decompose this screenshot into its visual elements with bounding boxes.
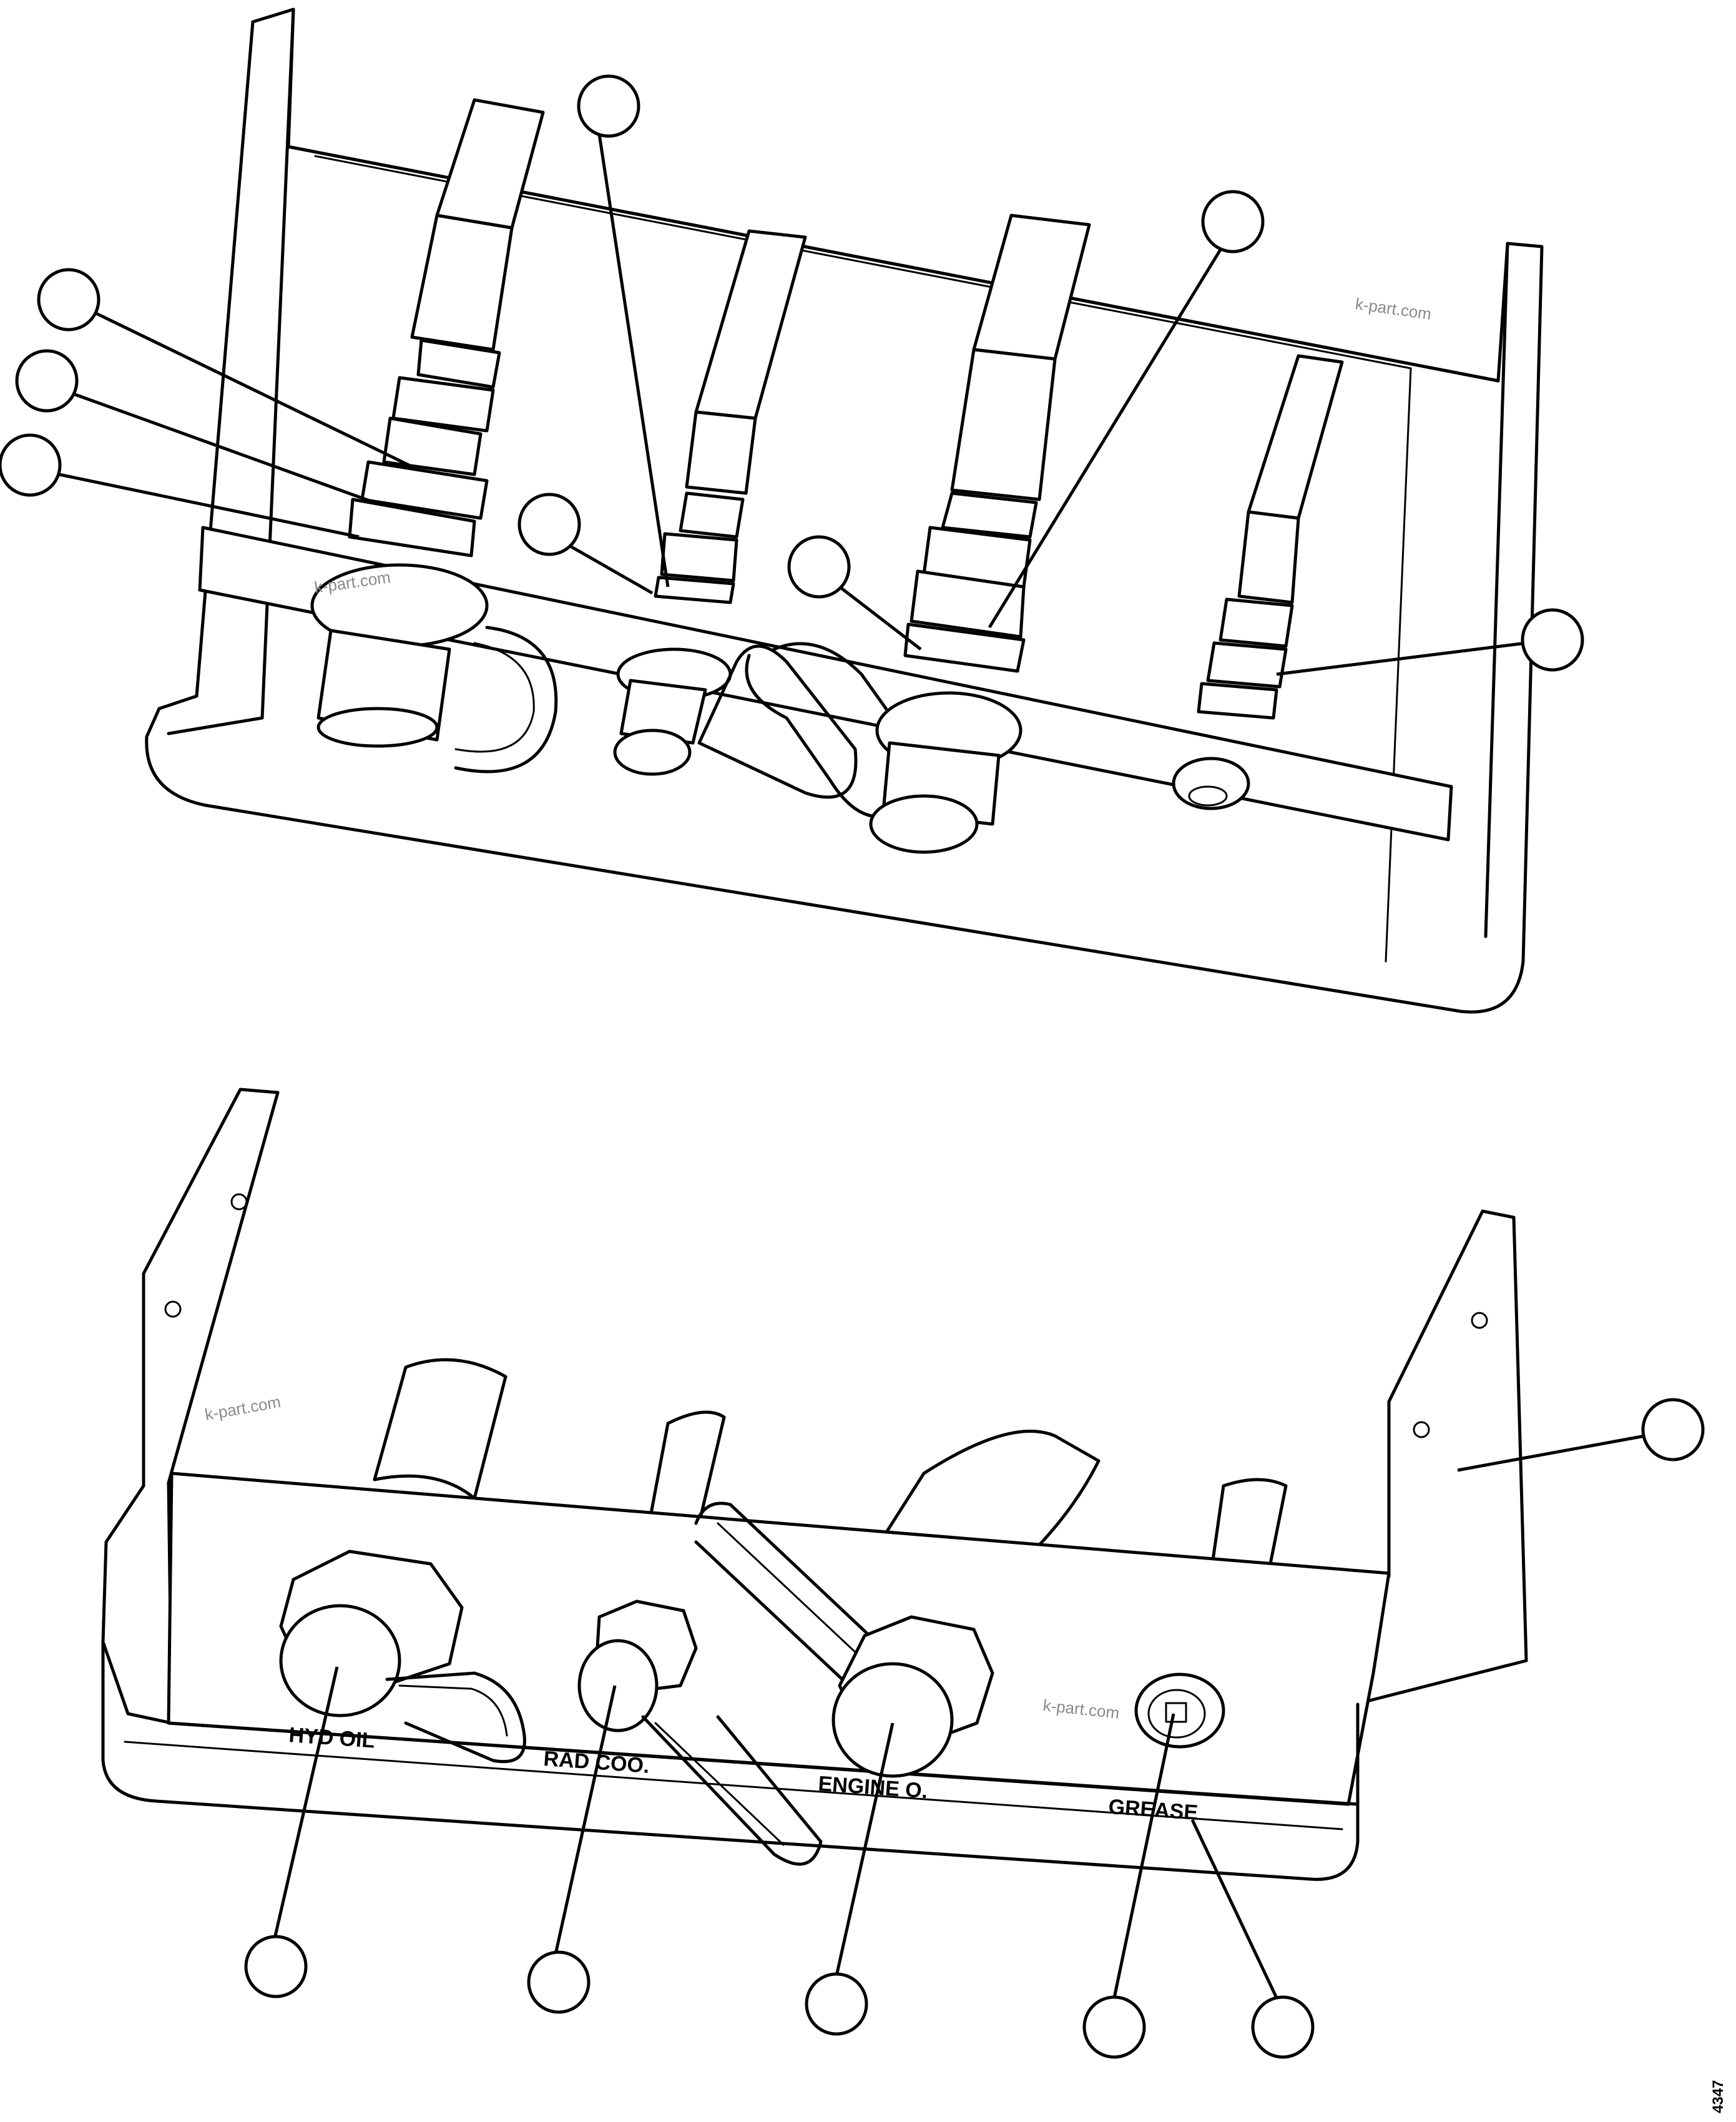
bottom-left-flange bbox=[101, 1088, 280, 1725]
callout-bubble-2 bbox=[1201, 190, 1265, 253]
top-hose-2 bbox=[654, 229, 807, 604]
bottom-cap-rad bbox=[577, 1599, 823, 1866]
callout-bubble-6 bbox=[517, 493, 581, 556]
top-bracket-inner-edge bbox=[167, 7, 1509, 938]
top-bracket-view: k-part.com k-part.com bbox=[145, 7, 1544, 1014]
watermark-top-right: k-part.com bbox=[1354, 294, 1433, 323]
bottom-grease-fitting bbox=[1134, 1673, 1225, 1749]
left-mount-hole-1 bbox=[230, 1193, 248, 1211]
top-grease-fitting bbox=[1172, 757, 1250, 810]
left-mount-hole-2 bbox=[164, 1300, 182, 1318]
bottom-hose-2 bbox=[647, 1410, 726, 1525]
callout-bubble-3 bbox=[37, 268, 101, 332]
callout-bubble-4 bbox=[15, 349, 79, 413]
callout-bubble-7 bbox=[787, 535, 851, 599]
bottom-cap-hyd bbox=[279, 1550, 526, 1764]
top-cap-hyd bbox=[310, 563, 558, 774]
bottom-bracket-view: HYD OIL RAD COO. ENGINE O. GREASE k-part… bbox=[101, 1088, 1528, 1881]
callout-bubble-5 bbox=[0, 433, 62, 497]
bottom-hose-3 bbox=[878, 1430, 1101, 1556]
top-hose-4 bbox=[1197, 354, 1344, 720]
bottom-hose-1 bbox=[373, 1358, 508, 1500]
callout-bubble-12 bbox=[805, 1972, 868, 2036]
callout-bubble-8 bbox=[1521, 608, 1584, 672]
bottom-cap-engine bbox=[694, 1501, 994, 1778]
label-engine-oil: ENGINE O. bbox=[817, 1772, 928, 1803]
top-cap-engine bbox=[745, 642, 1022, 854]
drawing-code: 4347 bbox=[1710, 2080, 1727, 2113]
callout-bubble-10 bbox=[244, 1935, 308, 1998]
watermark-bottom-left: k-part.com bbox=[204, 1392, 282, 1424]
callout-bubble-14 bbox=[1251, 1995, 1315, 2059]
right-mount-hole-1 bbox=[1471, 1312, 1488, 1329]
callout-bubble-13 bbox=[1082, 1995, 1146, 2059]
top-bracket-body bbox=[145, 7, 1544, 1014]
right-mount-hole-2 bbox=[1413, 1421, 1430, 1438]
bottom-tray bbox=[101, 1640, 1360, 1881]
callout-bubble-11 bbox=[527, 1950, 591, 2014]
callout-bubble-9 bbox=[1641, 1398, 1705, 1461]
top-hose-1 bbox=[348, 98, 545, 558]
callouts bbox=[0, 74, 1705, 2059]
bottom-tray-inner bbox=[124, 1741, 1343, 1830]
callout-bubble-1 bbox=[577, 74, 640, 138]
top-cap-rad bbox=[613, 644, 858, 799]
top-hose-3 bbox=[903, 214, 1091, 673]
bottom-front-plate bbox=[167, 1471, 1391, 1806]
